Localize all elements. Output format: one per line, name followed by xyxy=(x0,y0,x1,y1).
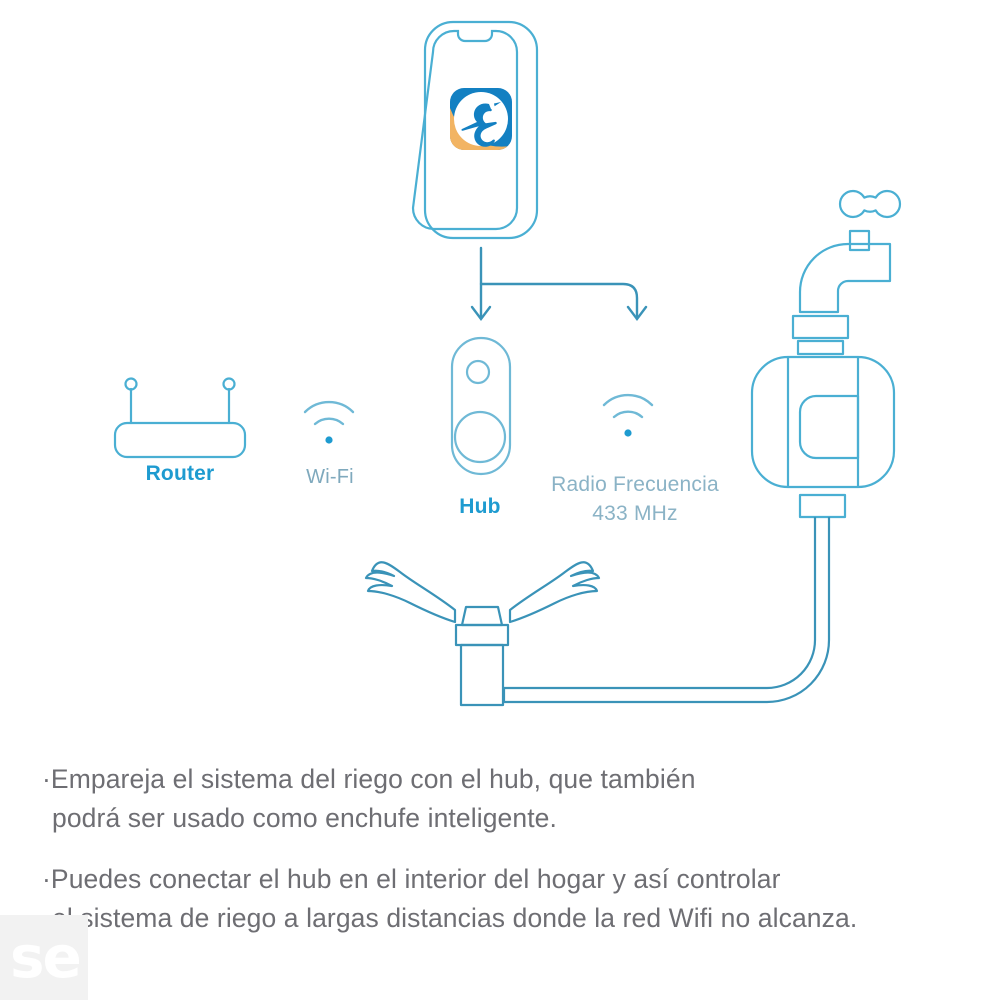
radio-wave-icon xyxy=(602,393,654,437)
wifi-label: Wi-Fi xyxy=(306,466,354,488)
radio-frequency-line-1: Radio Frecuencia xyxy=(551,473,719,496)
irrigation-valve-icon xyxy=(750,189,902,519)
water-spray-icon xyxy=(364,561,601,624)
hub-icon xyxy=(450,336,512,476)
paragraph-2: ·Puedes conectar el hub en el interior d… xyxy=(42,860,972,938)
watermark-text: se xyxy=(10,923,82,991)
smartphone-icon xyxy=(411,20,539,240)
watermark: se xyxy=(0,915,88,1000)
sprinkler-icon xyxy=(454,605,510,707)
hose-pipe-icon xyxy=(502,517,831,704)
paragraph-1-line-2: podrá ser usado como enchufe inteligente… xyxy=(52,803,557,833)
radio-frequency-line-2: 433 MHz xyxy=(592,502,678,525)
connection-arrows xyxy=(470,246,648,321)
router-label: Router xyxy=(145,462,215,485)
paragraph-1-line-1: ·Empareja el sistema del riego con el hu… xyxy=(42,764,696,794)
description-text-block: ·Empareja el sistema del riego con el hu… xyxy=(42,760,972,960)
router-icon xyxy=(113,377,247,459)
paragraph-1: ·Empareja el sistema del riego con el hu… xyxy=(42,760,972,838)
arrow-phone-to-valve xyxy=(479,282,639,320)
tap-handle-icon xyxy=(838,189,902,219)
bird-app-icon xyxy=(450,88,512,150)
hub-label: Hub xyxy=(459,495,501,518)
paragraph-2-line-1: ·Puedes conectar el hub en el interior d… xyxy=(42,864,781,894)
paragraph-2-line-2: el sistema de riego a largas distancias … xyxy=(52,903,858,933)
wifi-icon xyxy=(303,400,355,444)
radio-frequency-label: Radio Frecuencia 433 MHz xyxy=(500,470,770,528)
